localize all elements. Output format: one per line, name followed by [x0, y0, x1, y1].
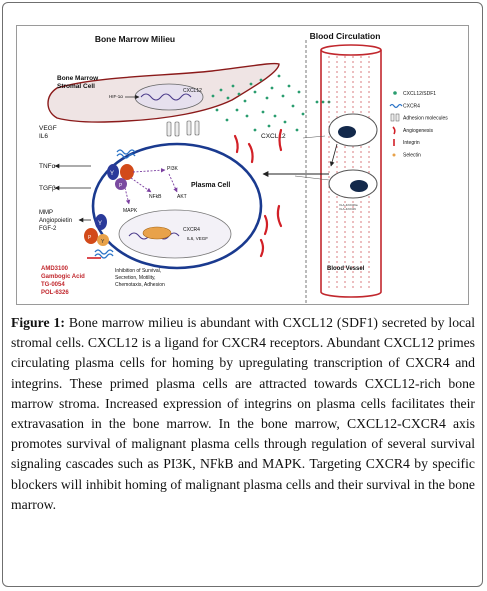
- cxcr4-receptors: [94, 149, 136, 259]
- figure-diagram: Bone Marrow Milieu Blood Circulation Bon…: [16, 25, 469, 305]
- legend-label: CXCR4: [403, 103, 420, 109]
- legend-icon-selectin: [392, 153, 396, 157]
- label-il6: IL6: [39, 133, 48, 140]
- caption-label: Figure 1:: [11, 315, 65, 330]
- drug-item: POL-6326: [41, 290, 69, 296]
- vessel-arrow: [329, 143, 338, 167]
- label-fgf2: FGF-2: [39, 226, 57, 232]
- label-mapk: MAPK: [123, 208, 138, 214]
- inhibition-line: Inhibition of Survival,: [115, 268, 161, 274]
- label-vla4-line2: VLA-4/CD29: [339, 207, 356, 211]
- legend-label: Selectin: [403, 153, 421, 159]
- label-stromal-line2: Stromal Cell: [57, 83, 95, 90]
- label-akt: AKT: [177, 194, 187, 200]
- caption-text: Bone marrow milieu is abundant with CXCL…: [11, 315, 475, 512]
- legend-icon-helix: [389, 103, 403, 109]
- stromal-dna: [140, 93, 192, 101]
- circulating-plasma-cell-2: [328, 169, 378, 199]
- signaling-complex-top: Y P: [107, 164, 134, 190]
- drug-item: Gambogic Acid: [41, 274, 85, 280]
- legend-icon-adhesion: [390, 113, 395, 122]
- circulating-plasma-cell-1: [328, 113, 378, 147]
- signaling-complex-bottom: Y P Y: [84, 214, 109, 246]
- diagram-svg: Bone Marrow Milieu Blood Circulation Bon…: [39, 31, 448, 304]
- signaling-arrows: [124, 168, 178, 205]
- label-angiopoietin: Angiopoietin: [39, 218, 72, 224]
- drug-item: AMD3100: [41, 266, 69, 272]
- label-y3: Y: [101, 239, 105, 245]
- legend-icon-dot: [393, 91, 397, 95]
- label-y1: Y: [110, 171, 114, 177]
- inhibition-text: Inhibition of Survival,Secretion, Motili…: [115, 268, 165, 288]
- label-pi3k: PI3K: [167, 166, 179, 172]
- label-vla4-line1: VLA-4/CD29a: [339, 203, 358, 207]
- label-nfkb: NFkB: [149, 194, 162, 200]
- cxcl12-dots: [211, 74, 331, 132]
- legend-label: Adhesion molecules: [403, 116, 448, 122]
- legend-label: CXCL12/SDF1: [403, 91, 436, 97]
- legend-label: Angiogenesis: [403, 128, 434, 134]
- inhibition-line: Secretion, Motility,: [115, 275, 155, 281]
- label-blood-vessel: Blood Vessel: [327, 266, 365, 272]
- adhesion-molecules: [166, 120, 200, 137]
- label-cxcl12-free: CXCL12: [261, 133, 286, 140]
- label-p2: P: [88, 235, 92, 241]
- transcription-complex: [142, 226, 172, 240]
- label-cxcr4-gene: CXCR4: [183, 227, 200, 233]
- figure-caption: Figure 1: Bone marrow milieu is abundant…: [11, 313, 475, 515]
- drug-item: TG-0054: [41, 282, 65, 288]
- label-cxcl12-gene: CXCL12: [183, 88, 202, 94]
- label-plasma-cell: Plasma Cell: [191, 182, 230, 189]
- label-y2: Y: [98, 221, 102, 227]
- label-tgfb: TGFβ: [39, 185, 56, 192]
- legend-icon-angio: [392, 126, 396, 135]
- label-il6-vegf: IL6, VEGF: [187, 236, 208, 241]
- label-mmp: MMP: [39, 210, 53, 216]
- legend-label: Integrin: [403, 140, 420, 146]
- label-vegf: VEGF: [39, 125, 57, 132]
- title-bone-marrow-milieu: Bone Marrow Milieu: [95, 34, 175, 44]
- label-p1: P: [119, 183, 123, 189]
- label-hif: HIF-1α: [109, 94, 123, 99]
- title-blood-circulation: Blood Circulation: [310, 31, 381, 41]
- plasma-nucleus: [118, 209, 232, 259]
- label-tnfa: TNFα: [39, 163, 56, 170]
- label-stromal-line1: Bone Marrow: [57, 75, 99, 82]
- inhibition-line: Chemotaxis, Adhesion: [115, 282, 165, 288]
